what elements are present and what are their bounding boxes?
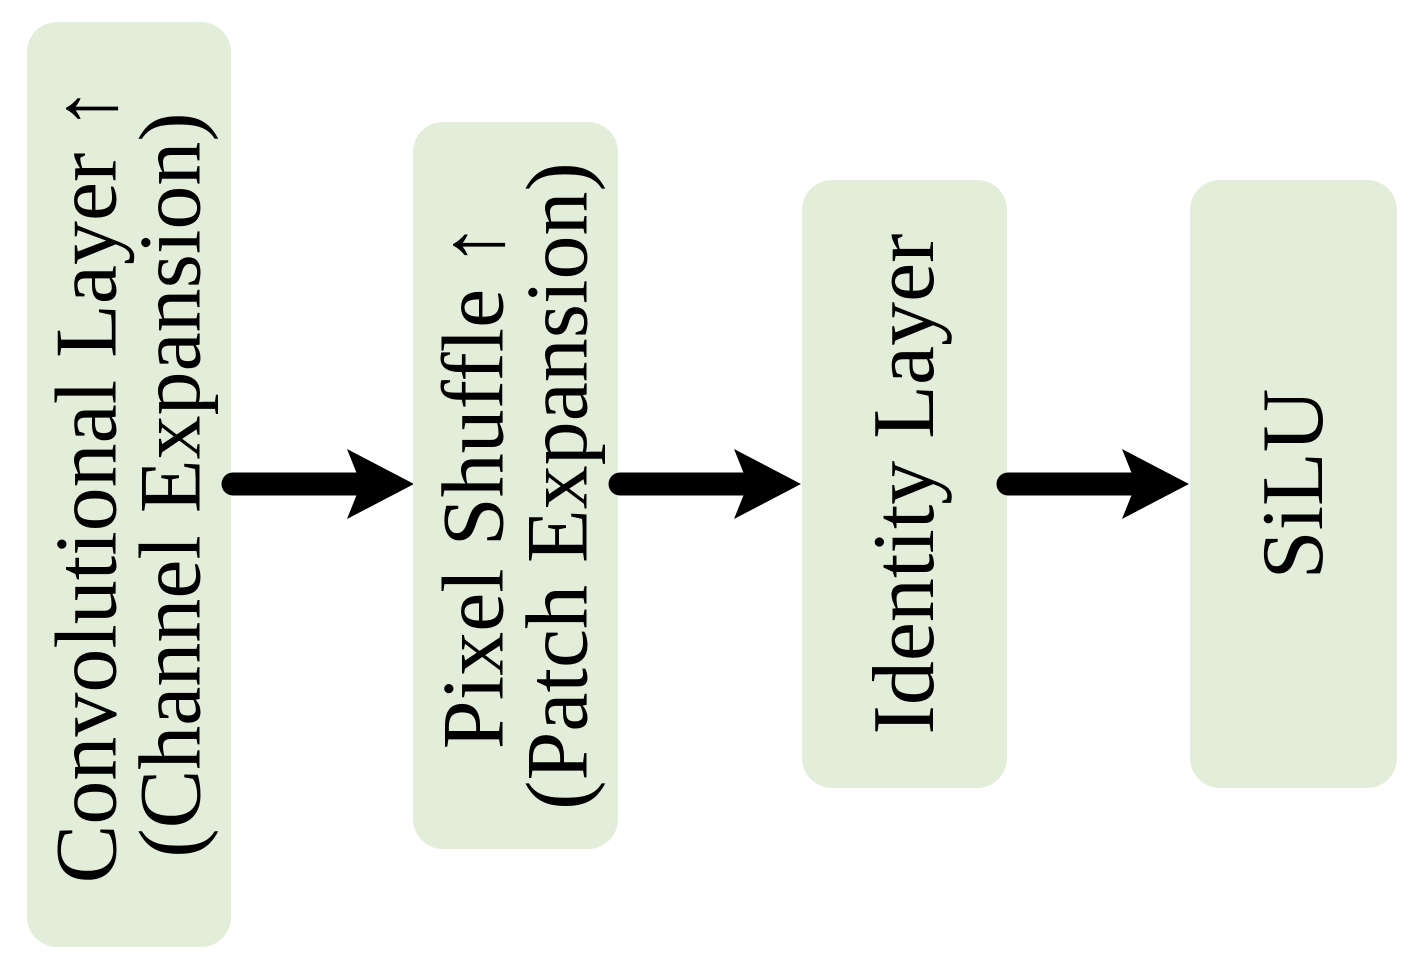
node-convolutional-layer: Convolutional Layer ↑ (Channel Expansion… [27, 22, 231, 947]
node-pixel-shuffle-label: Pixel Shuffle ↑ (Patch Expansion) [424, 161, 606, 810]
node-label-line: Convolutional Layer ↑ [38, 86, 136, 883]
flow-arrow-pixelshuffle-to-identity [608, 449, 801, 519]
node-identity-layer: Identity Layer [802, 180, 1007, 788]
node-label-line: SiLU [1244, 388, 1342, 580]
node-label-line: (Channel Expansion) [122, 111, 219, 858]
node-convolutional-layer-label: Convolutional Layer ↑ (Channel Expansion… [38, 86, 219, 883]
flow-arrow-identity-to-silu [996, 449, 1189, 519]
node-silu: SiLU [1190, 180, 1397, 788]
node-label-line: Pixel Shuffle ↑ [424, 222, 522, 749]
node-label-line: Identity Layer [855, 233, 953, 735]
node-pixel-shuffle: Pixel Shuffle ↑ (Patch Expansion) [413, 122, 618, 849]
flow-arrow-conv-to-pixelshuffle [221, 449, 414, 519]
node-identity-layer-label: Identity Layer [855, 233, 953, 735]
node-silu-label: SiLU [1244, 388, 1342, 580]
node-label-line: (Patch Expansion) [508, 161, 606, 810]
